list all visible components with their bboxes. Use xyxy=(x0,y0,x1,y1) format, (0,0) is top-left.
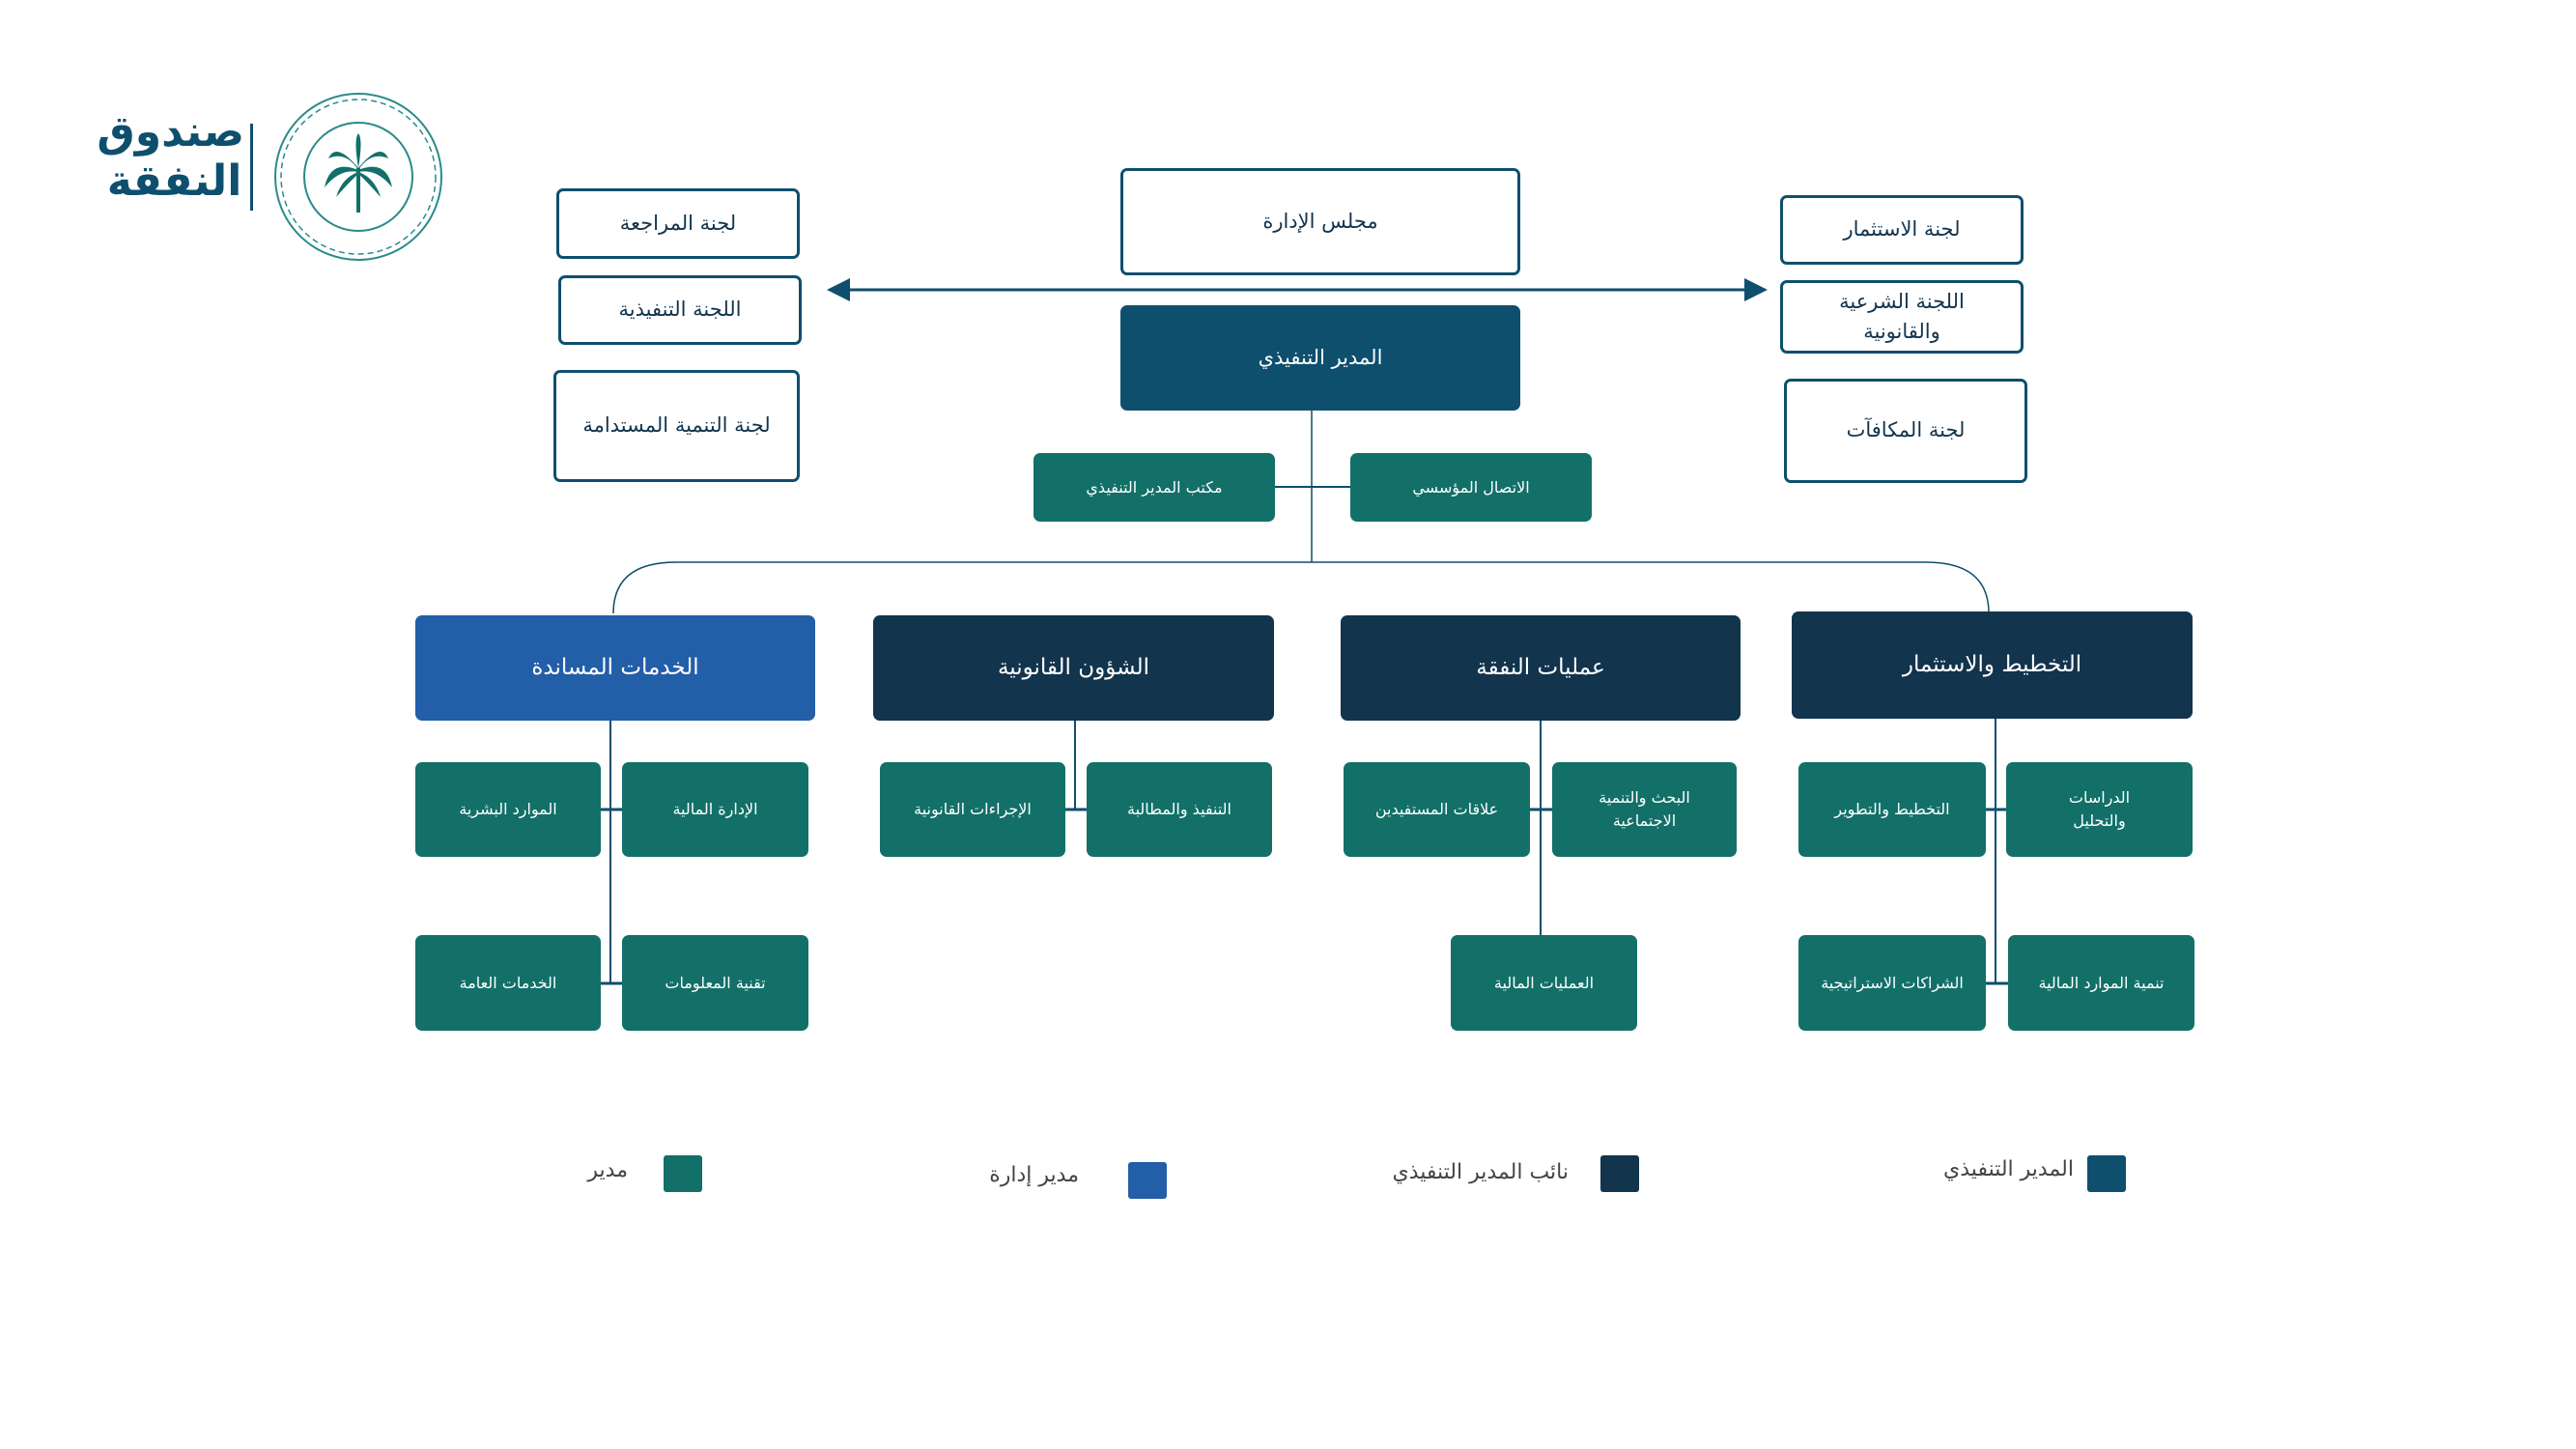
information-technology-box: تقنية المعلومات xyxy=(622,935,808,1031)
human-resources-box: الموارد البشرية xyxy=(415,762,601,857)
sustainable-development-committee-box: لجنة التنمية المستدامة xyxy=(553,370,800,482)
legend-label-deputy-ceo: نائب المدير التنفيذي xyxy=(1392,1160,1569,1184)
audit-committee-box: لجنة المراجعة xyxy=(556,188,800,259)
beneficiary-relations-box: علاقات المستفيدين xyxy=(1344,762,1530,857)
planning-development-box: التخطيط والتطوير xyxy=(1798,762,1986,857)
board-of-directors-box: مجلس الإدارة xyxy=(1120,168,1520,275)
financial-management-box: الإدارة المالية xyxy=(622,762,808,857)
legend-label-manager: مدير xyxy=(587,1158,628,1182)
legend-swatch-deputy-ceo xyxy=(1600,1155,1639,1192)
logo-divider xyxy=(250,124,253,211)
financial-operations-box: العمليات المالية xyxy=(1451,935,1637,1031)
legal-procedures-box: الإجراءات القانونية xyxy=(880,762,1065,857)
planning-investment-box: التخطيط والاستثمار xyxy=(1792,611,2193,719)
legend-label-department-director: مدير إدارة xyxy=(989,1163,1079,1187)
executive-committee-box: اللجنة التنفيذية xyxy=(558,275,802,345)
legend-label-ceo: المدير التنفيذي xyxy=(1943,1157,2074,1181)
general-services-box: الخدمات العامة xyxy=(415,935,601,1031)
enforcement-claims-box: التنفيذ والمطالبة xyxy=(1087,762,1272,857)
legend-swatch-ceo xyxy=(2087,1155,2126,1192)
social-research-development-box: البحث والتنمية الاجتماعية xyxy=(1552,762,1737,857)
strategic-partnerships-box: الشراكات الاستراتيجية xyxy=(1798,935,1986,1031)
legend-swatch-manager xyxy=(664,1155,702,1192)
ceo-office-box: مكتب المدير التنفيذي xyxy=(1033,453,1275,522)
studies-analysis-box: الدراسات والتحليل xyxy=(2006,762,2193,857)
logo-text: صندوق النفقة xyxy=(97,107,244,206)
legal-affairs-box: الشؤون القانونية xyxy=(873,615,1274,721)
financial-resources-development-box: تنمية الموارد المالية xyxy=(2008,935,2194,1031)
ceo-box: المدير التنفيذي xyxy=(1120,305,1520,411)
legend-swatch-department-director xyxy=(1128,1162,1167,1199)
palm-seal-icon xyxy=(274,93,442,261)
sector-connector xyxy=(612,561,1990,614)
remuneration-committee-box: لجنة المكافآت xyxy=(1784,379,2027,483)
alimony-operations-box: عمليات النفقة xyxy=(1341,615,1741,721)
support-services-box: الخدمات المساندة xyxy=(415,615,815,721)
investment-committee-box: لجنة الاستثمار xyxy=(1780,195,2024,265)
corporate-communication-box: الاتصال المؤسسي xyxy=(1350,453,1592,522)
sharia-legal-committee-box: اللجنة الشرعية والقانونية xyxy=(1780,280,2024,354)
